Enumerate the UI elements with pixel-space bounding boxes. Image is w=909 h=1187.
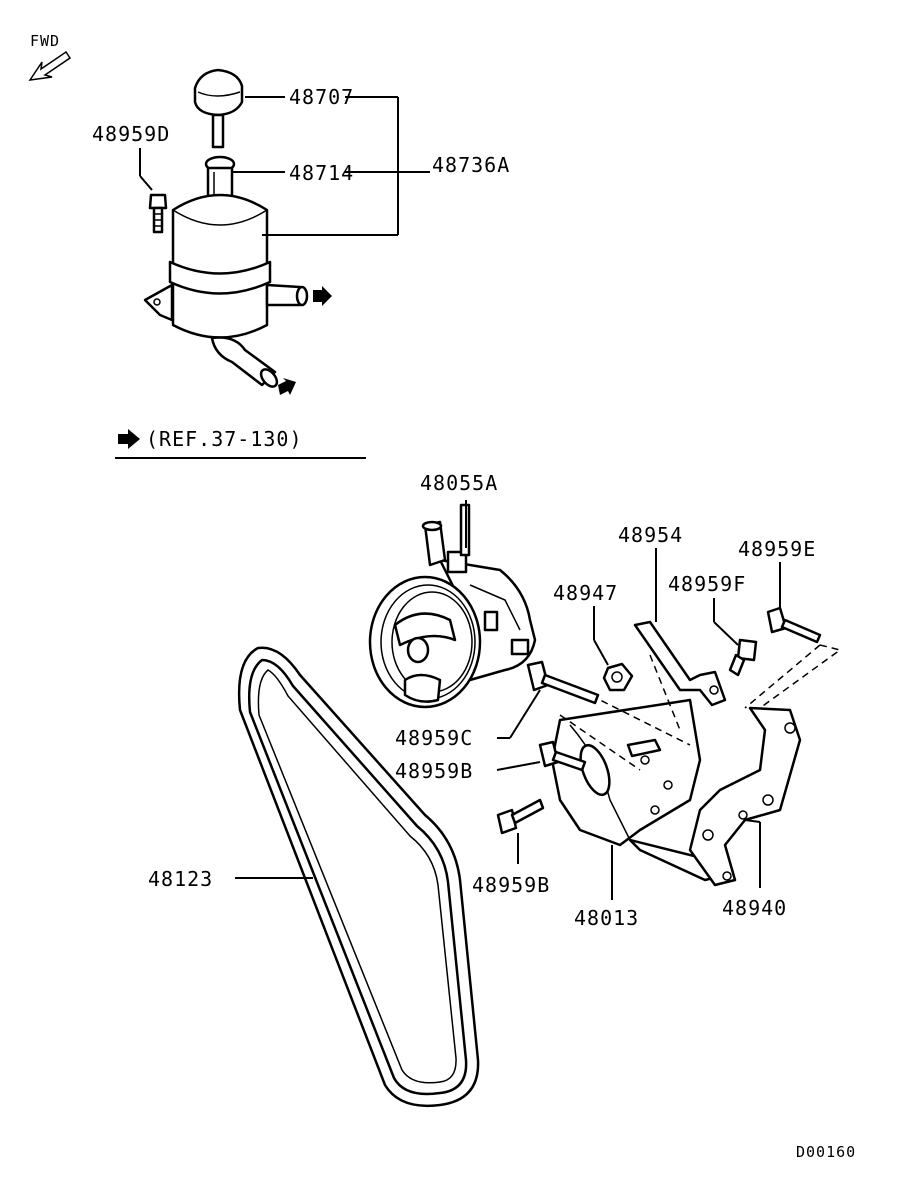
bolt-48959D — [148, 193, 168, 234]
callout-48959C: 48959C — [395, 726, 473, 750]
pump-bracket — [550, 698, 727, 882]
nut-48947 — [602, 662, 634, 692]
return-arrow-icon — [278, 378, 296, 395]
reservoir-cap — [193, 68, 244, 149]
callout-48055A: 48055A — [420, 471, 498, 495]
ref-note: (REF.37-130) — [115, 427, 366, 459]
callout-48959D: 48959D — [92, 122, 170, 146]
power-steering-pump — [368, 503, 537, 709]
callout-48959B-lower: 48959B — [472, 873, 550, 897]
fwd-label: FWD — [30, 32, 60, 50]
callout-48123: 48123 — [148, 867, 213, 891]
bolt-48959F — [728, 638, 758, 677]
callout-48959F: 48959F — [668, 572, 746, 596]
ref-arrow-icon — [118, 429, 140, 449]
fwd-indicator: FWD — [28, 32, 72, 81]
callout-48959E: 48959E — [738, 537, 816, 561]
callout-48947: 48947 — [553, 581, 618, 605]
bolt-48959B-upper — [538, 740, 587, 772]
reservoir-assembly — [143, 68, 332, 395]
callout-48940: 48940 — [722, 896, 787, 920]
ref-label: (REF.37-130) — [146, 427, 303, 451]
outlet-arrow-icon — [313, 286, 332, 306]
callout-48707: 48707 — [289, 85, 354, 109]
callout-48736A: 48736A — [432, 153, 510, 177]
reservoir-tank — [143, 193, 332, 395]
callout-48954: 48954 — [618, 523, 683, 547]
bolt-48959C — [526, 660, 600, 705]
bolt-48959B-lower — [496, 798, 545, 835]
drive-belt — [237, 646, 480, 1107]
support-bracket — [688, 706, 802, 887]
bolt-48959E — [766, 606, 822, 644]
small-bracket — [633, 620, 727, 707]
callout-48959B-upper: 48959B — [395, 759, 473, 783]
callout-48714: 48714 — [289, 161, 354, 185]
fwd-arrow-icon — [28, 50, 72, 81]
callout-48013: 48013 — [574, 906, 639, 930]
drawing-id: D00160 — [796, 1143, 856, 1161]
